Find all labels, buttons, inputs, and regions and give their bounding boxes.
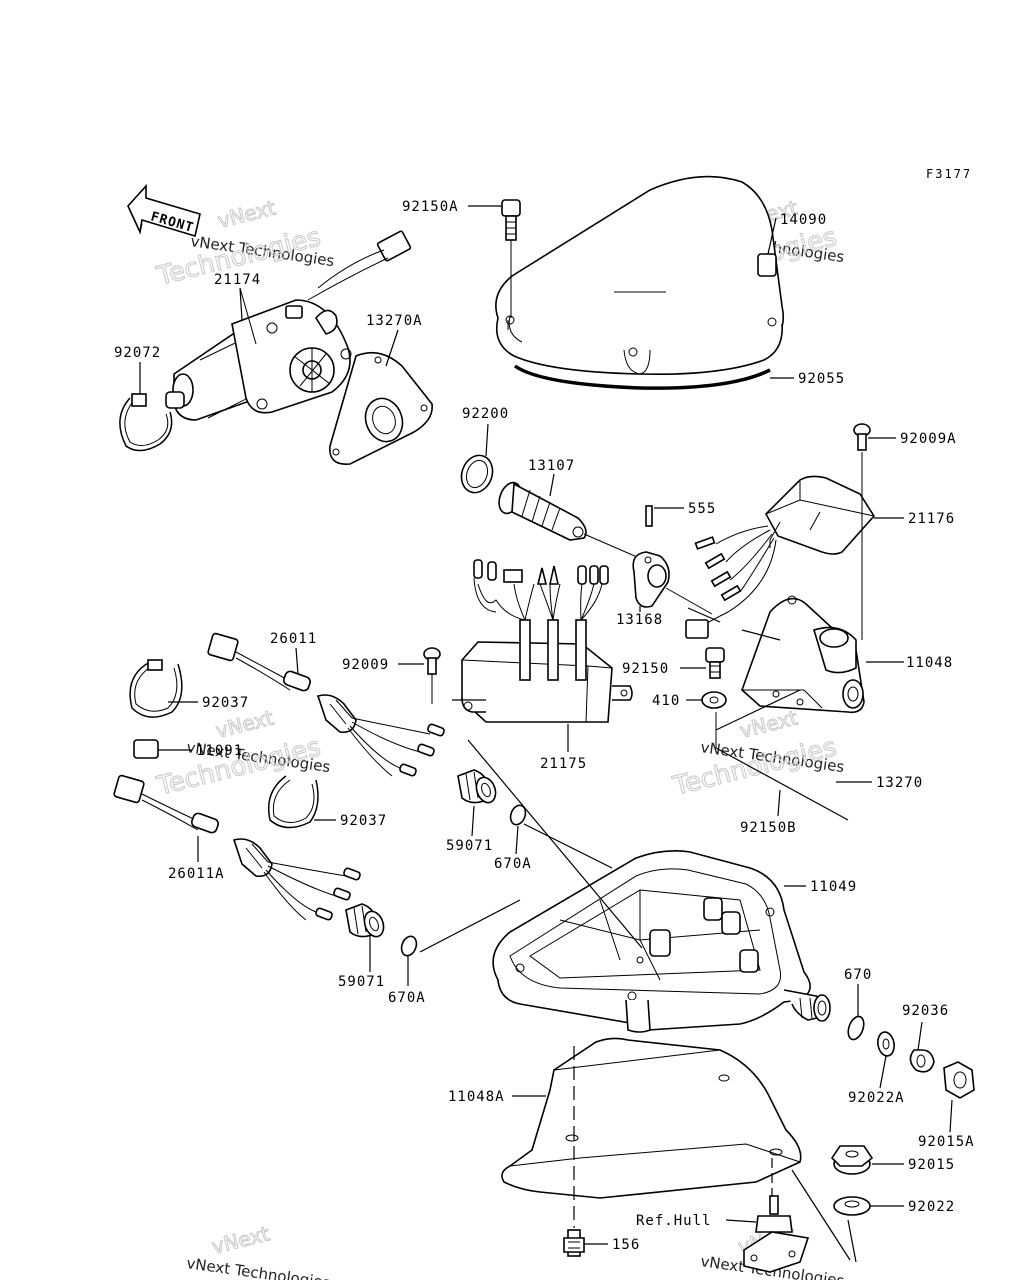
label-670a-upper: 670A (494, 856, 532, 872)
label-21174: 21174 (214, 272, 261, 288)
pin-555 (645, 505, 653, 527)
main-case-11049 (492, 850, 831, 1033)
label-11091: 11091 (196, 743, 243, 759)
label-11048: 11048 (906, 655, 953, 671)
watermark-bottom-left: vNext vNext Technologies (185, 1221, 331, 1280)
nut-92015a (943, 1061, 975, 1099)
label-156: 156 (612, 1237, 640, 1253)
label-59071-lower: 59071 (338, 974, 385, 990)
label-13270: 13270 (876, 775, 923, 791)
bolt-156 (563, 1229, 585, 1257)
label-92037-lower: 92037 (340, 813, 387, 829)
label-92022: 92022 (908, 1199, 955, 1215)
label-13168: 13168 (616, 612, 663, 628)
washer-92022 (833, 1196, 871, 1216)
hull-stud (743, 1195, 810, 1273)
watermark-text: Technologies (669, 732, 839, 802)
label-26011a: 26011A (168, 866, 225, 882)
strap-92072 (119, 393, 173, 452)
bolt-92150 (705, 647, 725, 679)
label-92009: 92009 (342, 657, 389, 673)
controller-21176 (685, 452, 875, 640)
label-92036: 92036 (902, 1003, 949, 1019)
bracket-11048 (741, 595, 865, 714)
label-92150: 92150 (622, 661, 669, 677)
shaft-13107 (498, 481, 645, 561)
watermark-mid-right: vNext vNext Technologies Technologies (669, 705, 846, 803)
o-ring-670 (847, 1015, 865, 1041)
label-92150a: 92150A (402, 199, 459, 215)
watermark-text: vNext (213, 705, 276, 742)
leader-lines (139, 205, 953, 1263)
label-ref-hull: Ref.Hull (636, 1213, 711, 1229)
label-26011: 26011 (270, 631, 317, 647)
label-670: 670 (844, 967, 872, 983)
label-13270a: 13270A (366, 313, 423, 329)
label-92150b: 92150B (740, 820, 797, 836)
part-labels: 92150A 14090 92055 21174 13270A 92072 92… (114, 199, 975, 1253)
front-arrow: FRONT (127, 183, 201, 238)
label-92015a: 92015A (918, 1134, 975, 1150)
label-11049: 11049 (810, 879, 857, 895)
cable-26011a (113, 774, 361, 921)
label-59071-upper: 59071 (446, 838, 493, 854)
figure-code: F3177 (926, 167, 972, 181)
label-92055: 92055 (798, 371, 845, 387)
label-92009a: 92009A (900, 431, 957, 447)
cover-11048a (501, 1037, 802, 1199)
label-92022a: 92022A (848, 1090, 905, 1106)
washer-92022a (877, 1031, 895, 1057)
o-ring-92200 (460, 454, 494, 494)
top-cover-14090 (495, 175, 785, 390)
label-410: 410 (652, 693, 680, 709)
label-670a-lower: 670A (388, 990, 426, 1006)
gasket-13270a (329, 351, 433, 465)
arm-13168 (632, 551, 713, 615)
label-92037-upper: 92037 (202, 695, 249, 711)
fitting-59071-lower (345, 903, 385, 938)
screw-92009 (423, 647, 441, 704)
bolt-92150a (501, 199, 521, 318)
cable-26011 (207, 632, 445, 777)
strap-92037-lower (268, 775, 319, 829)
label-13107: 13107 (528, 458, 575, 474)
lockwasher-92036 (909, 1049, 935, 1073)
cap-11091 (133, 739, 159, 759)
label-92200: 92200 (462, 406, 509, 422)
o-ring-670a-lower (400, 935, 418, 957)
label-92072: 92072 (114, 345, 161, 361)
watermark-text: vNext (209, 1221, 272, 1258)
nut-92015 (830, 1145, 874, 1175)
label-14090: 14090 (780, 212, 827, 228)
trim-motor-21174 (165, 230, 412, 421)
label-11048a: 11048A (448, 1089, 505, 1105)
watermark-text: vNext (737, 705, 800, 742)
label-21176: 21176 (908, 511, 955, 527)
washer-410 (701, 691, 727, 709)
o-ring-670a-upper (509, 804, 527, 826)
watermark-text: vNext (215, 195, 278, 232)
watermark-text: vNext Technologies (185, 1254, 331, 1280)
control-box-21175 (461, 559, 633, 723)
label-92015: 92015 (908, 1157, 955, 1173)
strap-92037-upper (129, 659, 183, 718)
fitting-59071-upper (457, 769, 497, 804)
label-555: 555 (688, 501, 716, 517)
screw-92009a (853, 423, 871, 451)
label-21175: 21175 (540, 756, 587, 772)
